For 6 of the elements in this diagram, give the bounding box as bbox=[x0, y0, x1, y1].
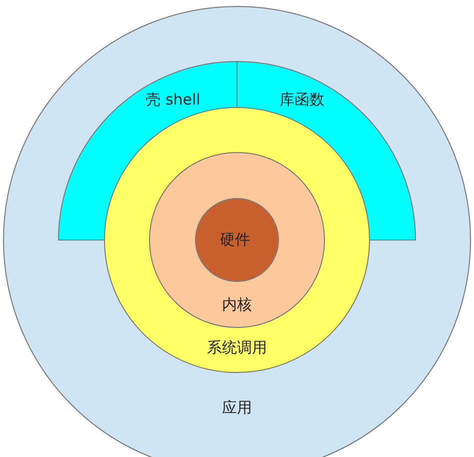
layer-label: 硬件 bbox=[220, 230, 250, 250]
layer-label: 应用 bbox=[222, 398, 252, 418]
layer-label: 系统调用 bbox=[207, 338, 267, 358]
layer-label: 内核 bbox=[222, 296, 252, 314]
layer-label: 库函数 bbox=[280, 90, 324, 110]
layer-label: 壳 shell bbox=[146, 90, 200, 110]
